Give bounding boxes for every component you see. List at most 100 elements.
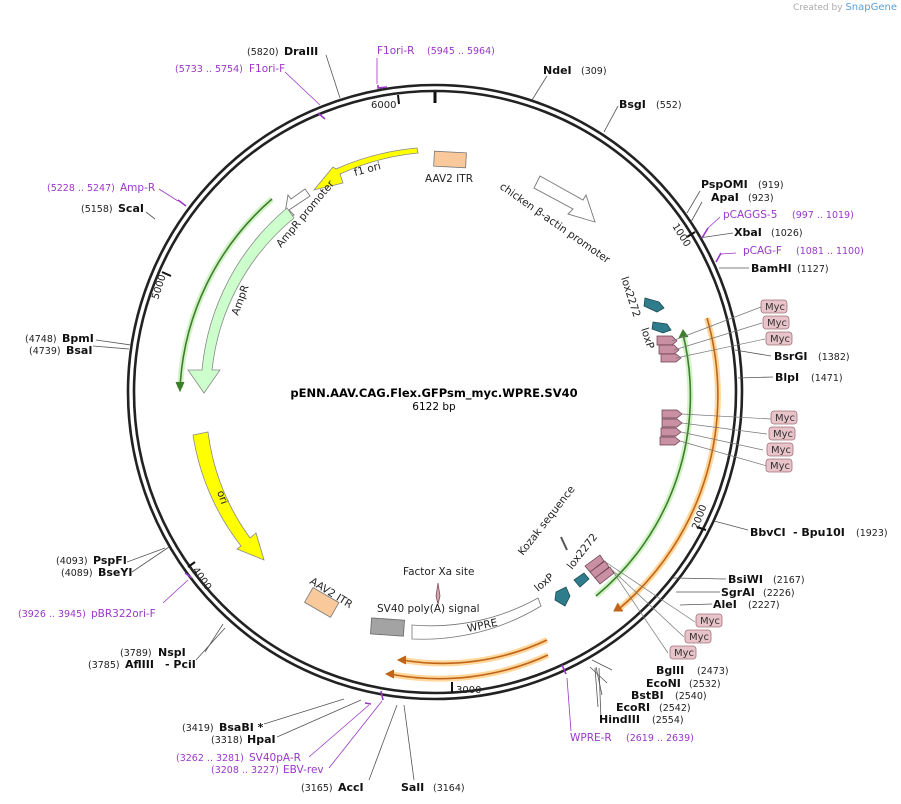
svg-text:(4089): (4089) [61,568,93,579]
aav2-itr-bottom-feature[interactable] [303,587,340,618]
svg-text:Amp-R: Amp-R [120,182,155,194]
myc-box-label-10: Myc [674,648,694,659]
enzyme-scai[interactable]: (5158)ScaI [81,202,144,215]
enzyme-bsai[interactable]: (4739)BsaI [29,344,92,357]
lox2272-bottom-feature[interactable] [573,572,590,588]
myc-box-8[interactable]: Myc [695,613,723,628]
primer-f1ori-r[interactable]: F1ori-R(5945 .. 5964) [377,45,495,57]
orf-right-line [595,333,692,597]
enzyme-pspomi[interactable]: PspOMI(919) [701,178,784,191]
enzyme-bsgi[interactable]: BsgI (552) [619,98,682,111]
enzyme-sali[interactable]: SalI(3164) [401,781,465,794]
enzyme-bsabi[interactable]: (3419)BsaBI * [182,721,264,734]
svg-text:ApaI: ApaI [711,191,739,204]
enzyme-acci[interactable]: (3165)AccI [301,781,364,794]
enzyme-blpi[interactable]: BlpI(1471) [775,371,843,384]
enzyme-bamhi[interactable]: BamHI(1127) [751,262,829,275]
primer-ebv-rev[interactable]: (3208 .. 3227)EBV-rev [211,764,324,776]
svg-text:BsrGI: BsrGI [774,350,807,363]
svg-text:BstBI: BstBI [631,689,664,702]
primer-amp-r[interactable]: (5228 .. 5247)Amp-R [47,182,155,194]
myc-box-7[interactable]: Myc [765,458,793,473]
myc-tags-bottom [584,554,615,585]
svg-text:- PciI: - PciI [165,658,196,671]
svg-text:BsiWI: BsiWI [728,573,763,586]
aav2-itr-top-feature[interactable] [433,150,467,169]
svg-text:ScaI: ScaI [118,202,144,215]
myc-mid-4[interactable] [659,436,681,446]
f1-ori-feature[interactable] [312,147,419,191]
ori-label: ori [214,489,230,506]
myc-mid-2[interactable] [661,418,683,428]
myc-top-1[interactable] [656,335,678,346]
myc-box-5[interactable]: Myc [768,426,796,441]
myc-box-9[interactable]: Myc [684,629,712,644]
enzyme-hpai[interactable]: (3318)HpaI [211,733,276,746]
enzyme-hindiii[interactable]: HindIII(2554) [599,713,684,726]
primer-pcaggs-5[interactable]: pCAGGS-5(997 .. 1019) [723,209,854,221]
primer-sv40pa-r[interactable]: (3262 .. 3281)SV40pA-R [176,752,301,764]
myc-box-6[interactable]: Myc [766,442,794,457]
myc-top-3[interactable] [660,353,682,363]
lox2272-top-feature[interactable] [643,297,665,313]
enzyme-nspi[interactable]: (3789)NspI [120,646,186,659]
myc-mid-3[interactable] [660,427,682,437]
enzyme-bseyi[interactable]: (4089) BseYI [61,566,132,579]
ampr-promoter-feature[interactable] [283,188,311,220]
factor-xa-feature[interactable] [435,582,441,605]
enzyme-ecori[interactable]: EcoRI(2542) [616,701,691,714]
ampr-feature[interactable] [187,207,295,394]
loxp-bottom-feature[interactable] [554,586,571,607]
enzyme-bglii[interactable]: BglII(2473) [656,664,729,677]
lox2272-top-label: lox2272 [618,275,642,319]
primer-wpre-r[interactable]: WPRE-R(2619 .. 2639) [570,732,694,744]
enzyme-bpmi[interactable]: (4748)BpmI [25,332,94,345]
enzyme-afliii[interactable]: (3785)AflIII- PciI [88,658,196,671]
svg-text:SgrAI: SgrAI [721,586,755,599]
svg-text:BpmI: BpmI [62,332,94,345]
enzyme-bsiwi[interactable]: BsiWI (2167) [728,573,805,586]
svg-text:BseYI: BseYI [98,566,132,579]
cba-promoter-feature[interactable] [533,175,596,223]
ori-feature[interactable] [192,431,265,561]
svg-text:SalI: SalI [401,781,424,794]
primer-pbr322ori-f[interactable]: (3926 .. 3945)pBR322ori-F [18,608,156,620]
myc-mid-1[interactable] [661,409,683,419]
myc-top-2[interactable] [658,344,680,355]
enzyme-bsrgi[interactable]: BsrGI(1382) [774,350,850,363]
myc-box-3[interactable]: Myc [765,331,793,346]
svg-text:pBR322ori-F: pBR322ori-F [91,608,156,620]
enzyme-ndei[interactable]: NdeI(309) [543,64,607,77]
svg-text:- Bpu10I: - Bpu10I [793,526,845,539]
enzyme-econi[interactable]: EcoNI(2532) [646,677,721,690]
enzyme-pspfi[interactable]: (4093)PspFI [56,554,127,567]
sv40-polya-feature[interactable] [370,617,405,637]
primer-f1ori-f[interactable]: (5733 .. 5754)F1ori-F [175,63,285,75]
svg-text:(4739): (4739) [29,346,61,357]
svg-text:(5733 .. 5754): (5733 .. 5754) [175,64,243,75]
svg-text:BsgI: BsgI [619,98,646,111]
svg-text:(4093): (4093) [56,556,88,567]
enzyme-draiii[interactable]: (5820)DraIII [247,45,318,58]
svg-text:(2167): (2167) [773,575,805,586]
svg-text:(552): (552) [656,100,682,111]
svg-text:AccI: AccI [338,781,364,794]
orf-orange-bottom1-halo [401,637,549,667]
enzyme-sgrai[interactable]: SgrAI(2226) [721,586,795,599]
enzyme-alei[interactable]: AleI(2227) [713,598,780,611]
kozak-feature[interactable] [560,536,568,551]
myc-box-1[interactable]: Myc [760,299,788,314]
myc-box-2[interactable]: Myc [762,315,790,330]
enzyme-apai[interactable]: ApaI(923) [711,191,774,204]
svg-text:AleI: AleI [713,598,737,611]
svg-text:(2473): (2473) [697,666,729,677]
enzyme-xbai[interactable]: XbaI(1026) [734,226,803,239]
myc-box-4[interactable]: Myc [770,410,798,425]
wpre-feature[interactable] [411,597,542,640]
myc-box-label-8: Myc [700,616,720,627]
loxp-top-feature[interactable] [651,321,672,334]
enzyme-bstbi[interactable]: BstBI(2540) [631,689,707,702]
myc-box-10[interactable]: Myc [669,645,697,660]
primer-pcag-f[interactable]: pCAG-F(1081 .. 1100) [743,245,864,257]
enzyme-bbvci[interactable]: BbvCI- Bpu10I(1923) [750,526,888,539]
